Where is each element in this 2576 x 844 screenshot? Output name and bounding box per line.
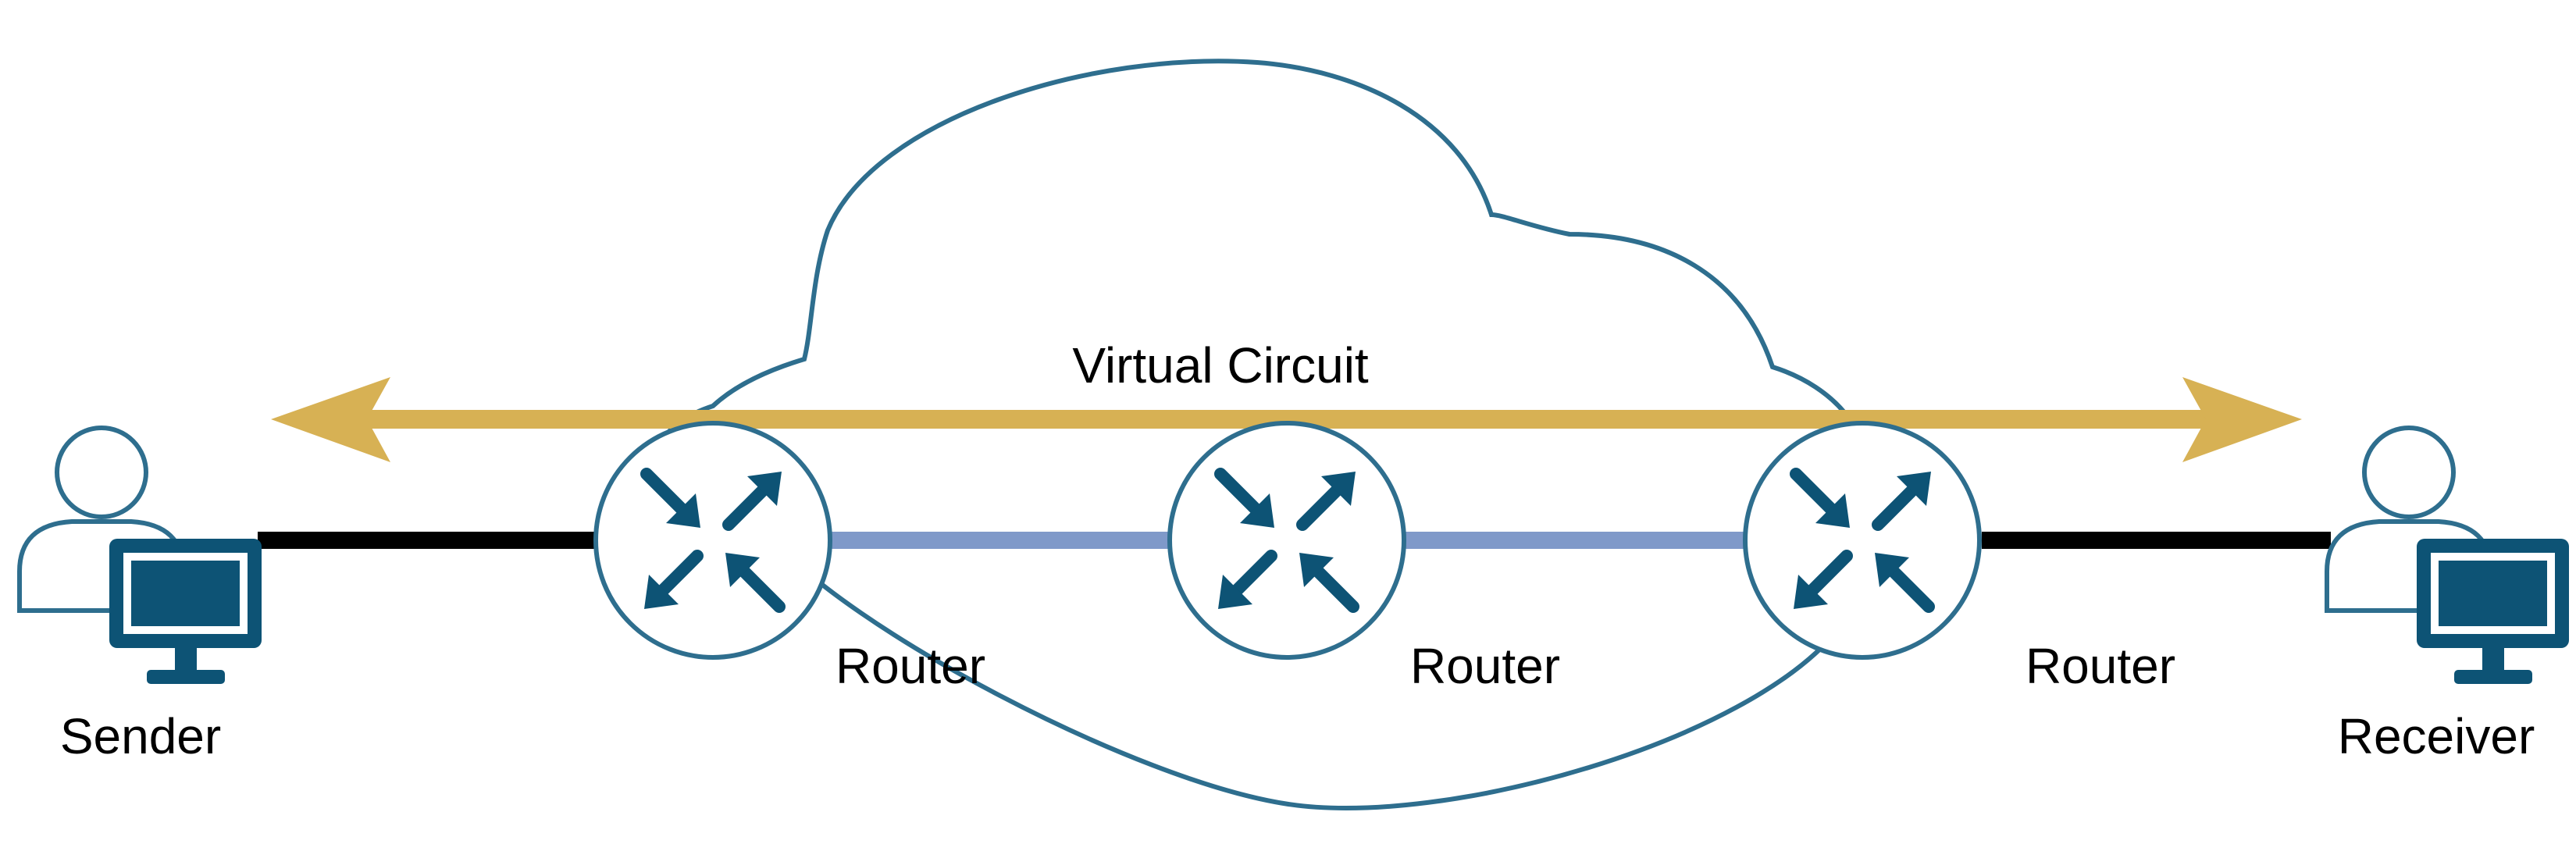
sender-label: Sender	[60, 708, 221, 764]
user-with-monitor-icon	[20, 428, 262, 684]
router-1-label: Router	[836, 638, 985, 694]
user-with-monitor-icon	[2327, 428, 2569, 684]
router-3-label: Router	[2026, 638, 2175, 694]
router-3	[1743, 421, 1982, 660]
router-2-label: Router	[1410, 638, 1560, 694]
sender-node	[20, 428, 262, 684]
virtual-circuit-label: Virtual Circuit	[1072, 337, 1369, 394]
virtual-circuit-arrow	[271, 377, 2302, 462]
receiver-node	[2327, 428, 2569, 684]
receiver-label: Receiver	[2338, 708, 2535, 764]
router-1	[593, 421, 832, 660]
router-2	[1167, 421, 1406, 660]
